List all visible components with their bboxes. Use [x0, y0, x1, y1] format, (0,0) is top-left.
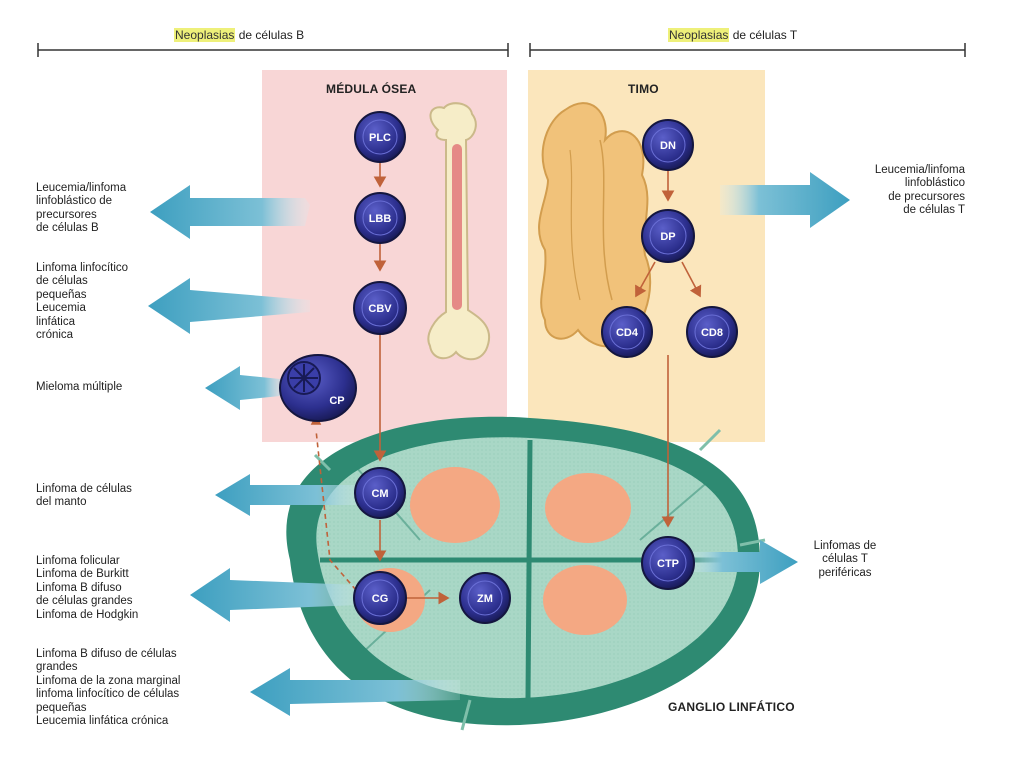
arrow-t-precursor: [720, 172, 850, 228]
arrow-peripheral: [690, 540, 798, 584]
b-cell-header-highlight: Neoplasias: [174, 28, 236, 42]
cell-label-ctp: CTP: [657, 558, 679, 570]
bone-marrow-title: MÉDULA ÓSEA: [326, 82, 417, 96]
cell-cd8: [686, 306, 738, 358]
cell-lbb: [354, 192, 406, 244]
cell-plc: [354, 111, 406, 163]
cell-label-dn: DN: [660, 140, 676, 152]
cell-cd4: [601, 306, 653, 358]
plasma-cell-cp: [279, 354, 357, 422]
cell-label-plc: PLC: [369, 132, 391, 144]
thymus-illustration: [538, 102, 652, 348]
arrow-marginal: [250, 668, 460, 716]
cell-dn: [642, 119, 694, 171]
cell-cg: [353, 571, 407, 625]
label-small-cell: Linfoma linfocítico de células pequeñas …: [36, 262, 129, 342]
t-cell-bracket: [529, 43, 966, 57]
thymus-title: TIMO: [628, 82, 659, 96]
lineage-connectors: [310, 162, 702, 605]
label-t-precursor: Leucemia/linfoma linfoblástico de precur…: [874, 164, 965, 217]
lymph-node-title: GANGLIO LINFÁTICO: [668, 700, 795, 714]
label-mantle: Linfoma de células del manto: [36, 483, 132, 509]
cell-cbv: [353, 281, 407, 335]
cell-zm: [459, 572, 511, 624]
bone-illustration: [427, 102, 491, 361]
t-cell-header-highlight: Neoplasias: [668, 28, 730, 42]
label-follicular: Linfoma folicular Linfoma de Burkitt Lin…: [36, 555, 139, 621]
t-cell-header-text: de células T: [732, 28, 798, 42]
cell-label-zm: ZM: [477, 593, 493, 605]
cell-dp: [641, 209, 695, 263]
arrow-myeloma: [205, 366, 290, 410]
label-marginal: Linfoma B difuso de células grandes Linf…: [36, 648, 181, 728]
b-cell-header: Neoplasias de células B: [174, 28, 304, 42]
b-cell-header-text: de células B: [238, 28, 305, 42]
arrow-b-precursor: [150, 185, 310, 239]
label-myeloma: Mieloma múltiple: [36, 381, 123, 393]
b-cell-bracket: [37, 43, 509, 57]
arrow-follicular: [190, 568, 360, 622]
neoplasm-arrows: [148, 172, 850, 716]
arrow-small-cell: [148, 278, 310, 334]
t-cell-header: Neoplasias de células T: [668, 28, 797, 42]
cell-label-lbb: LBB: [369, 213, 392, 225]
cell-label-cd8: CD8: [701, 327, 723, 339]
cell-cm: [354, 467, 406, 519]
arrow-mantle: [215, 474, 360, 516]
cell-label-dp: DP: [660, 231, 675, 243]
cell-label-cp: CP: [329, 395, 344, 407]
label-peripheral: Linfomas de células T periféricas: [813, 540, 877, 579]
cell-label-cm: CM: [371, 488, 388, 500]
cell-label-cd4: CD4: [616, 327, 639, 339]
cell-label-cbv: CBV: [368, 303, 392, 315]
label-b-precursor: Leucemia/linfoma linfoblástico de precur…: [36, 182, 127, 235]
cell-label-cg: CG: [372, 593, 389, 605]
cell-ctp: [641, 536, 695, 590]
